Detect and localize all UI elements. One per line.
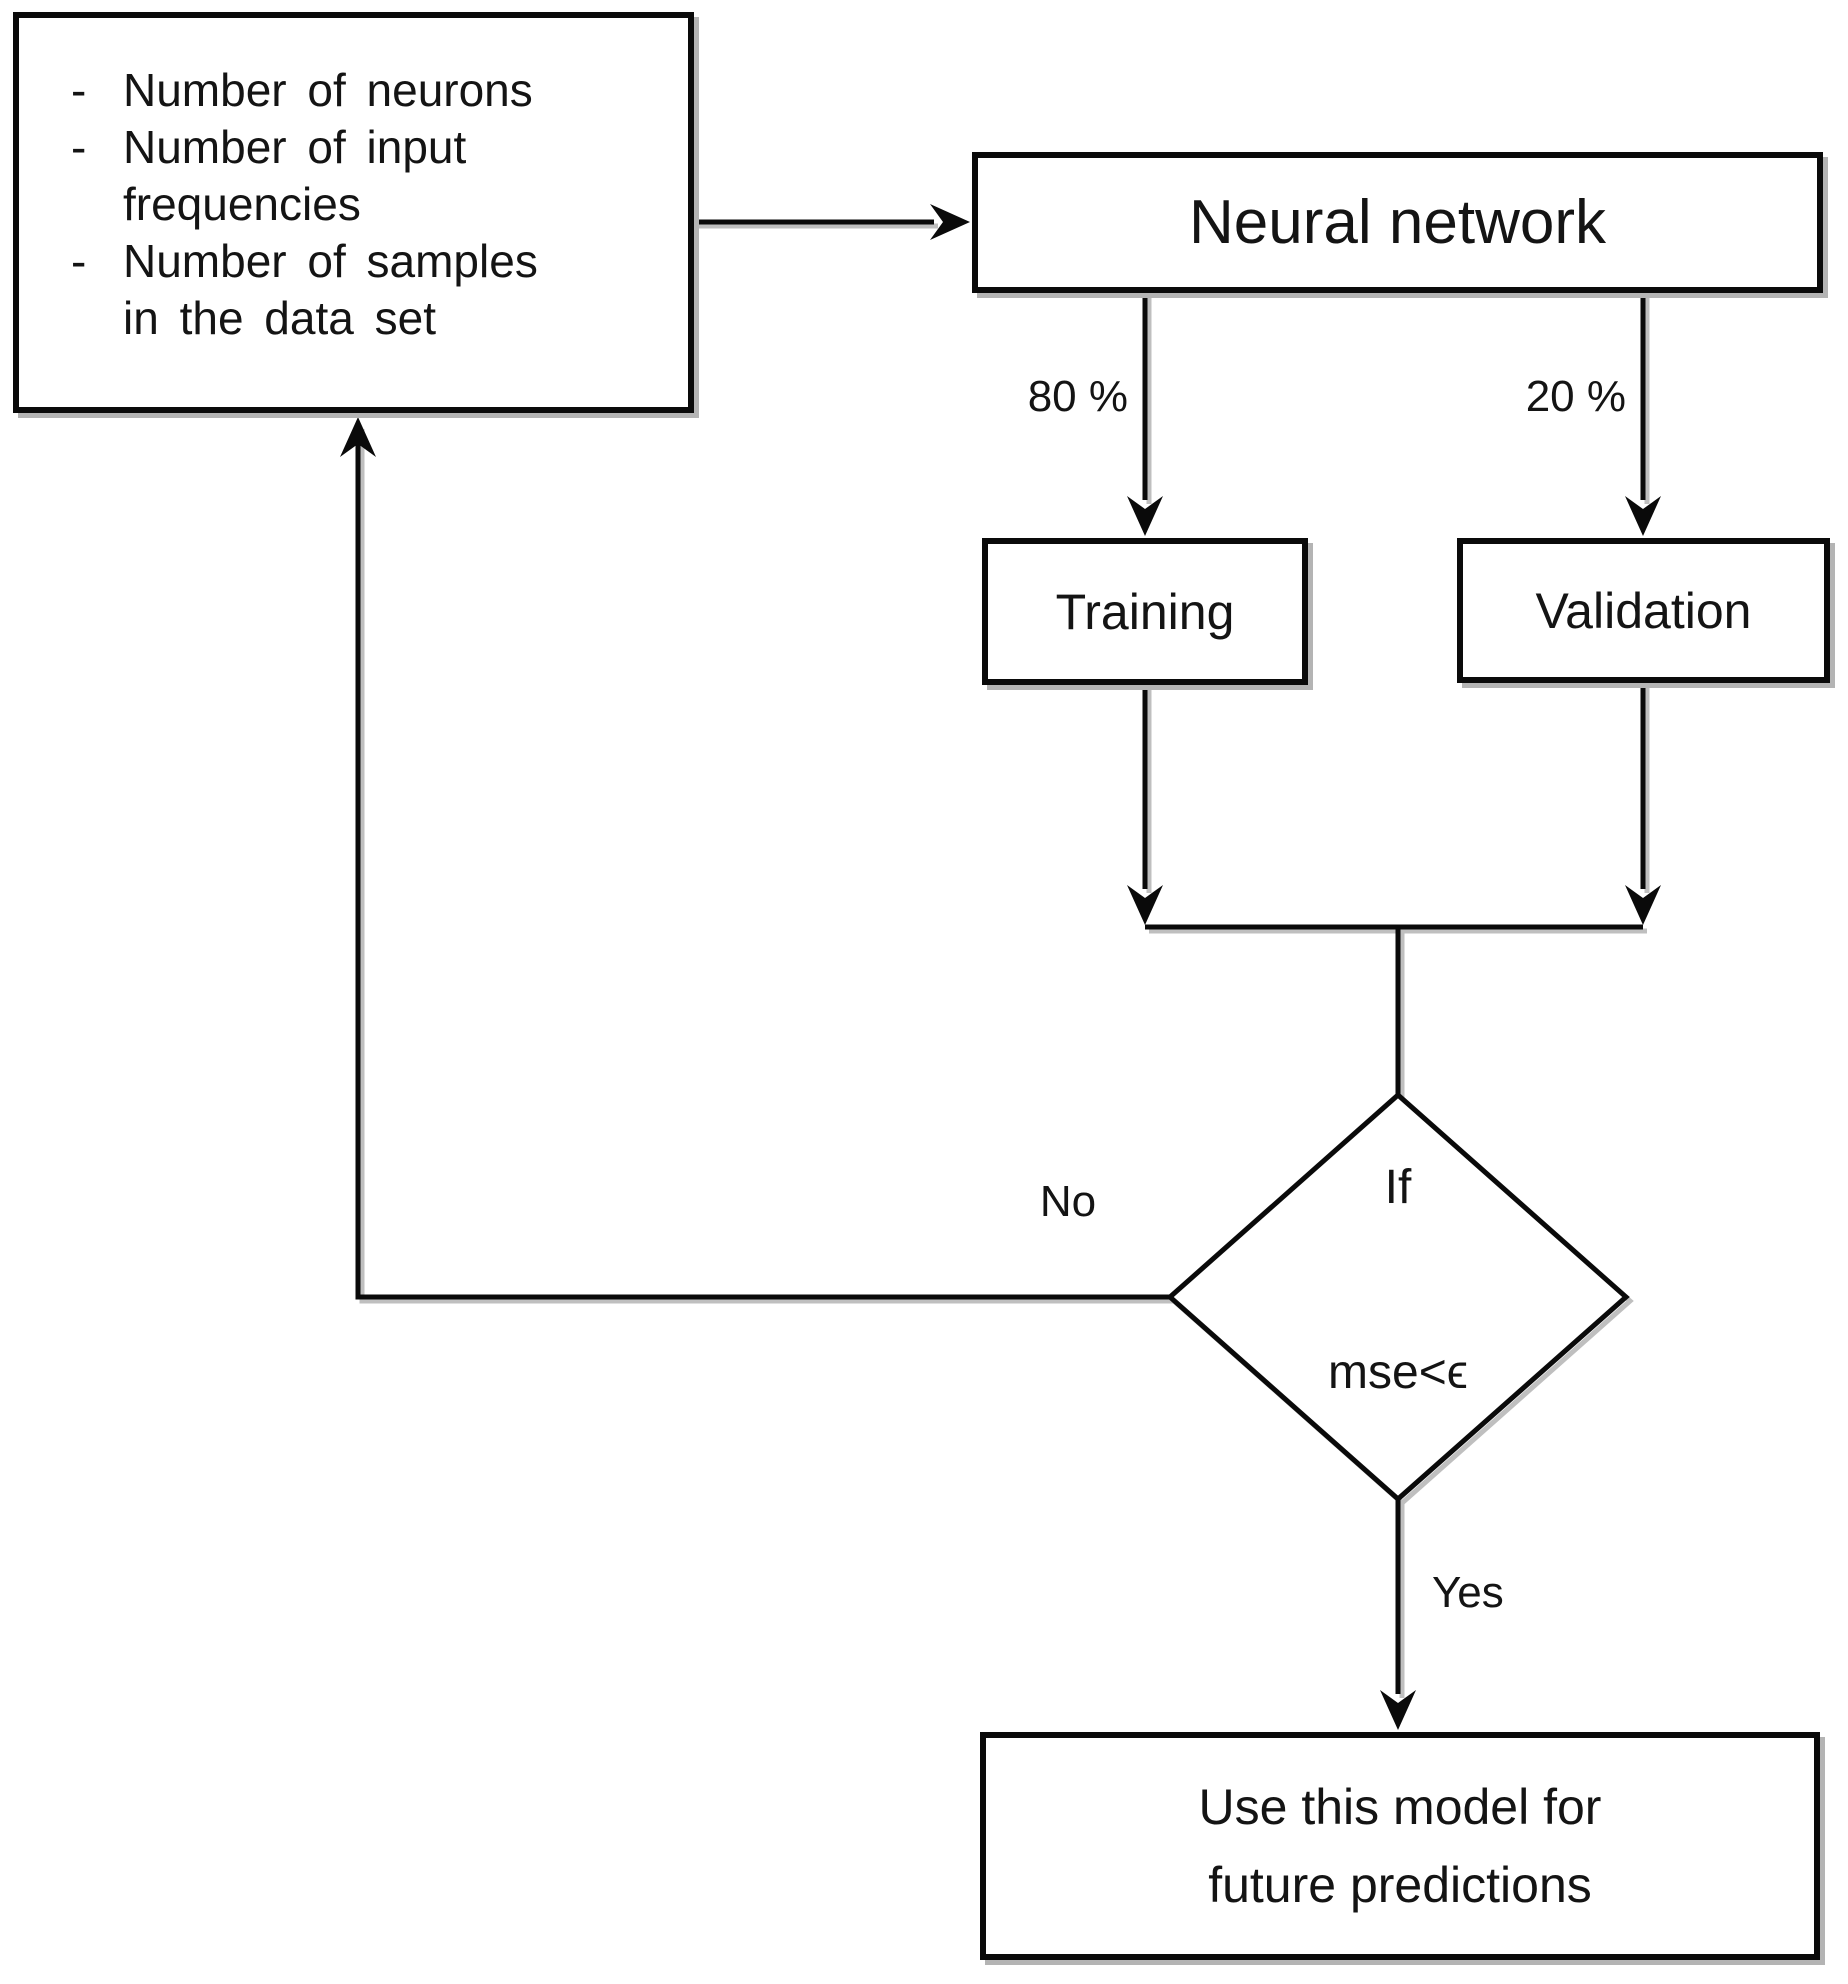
edge-label-training-split: 80 % — [1027, 372, 1128, 421]
node-label: Training — [1055, 583, 1235, 640]
bullet-dash: - — [71, 64, 87, 116]
edge-label-no: No — [1039, 1177, 1097, 1226]
connector-shadows — [359, 223, 1650, 1698]
parameter-text: Number of input frequencies — [123, 121, 467, 230]
node-training: Training — [982, 538, 1308, 685]
decision-text-line2: mse<ϵ — [1328, 1346, 1468, 1399]
arrowhead-yes-down — [1380, 1690, 1416, 1730]
decision-text-line1: If — [1384, 1161, 1412, 1214]
list-item: - Number of samples in the data set — [71, 233, 668, 347]
edge-label-yes: Yes — [1432, 1568, 1504, 1617]
arrowhead-no-loop-up — [340, 417, 376, 457]
final-text-line1: Use this model for — [1198, 1779, 1602, 1835]
bullet-dash: - — [71, 235, 87, 287]
edge-label-validation-split: 20 % — [1525, 372, 1626, 421]
decision-diamond — [1166, 1091, 1630, 1503]
node-label: Validation — [1535, 582, 1752, 639]
arrowhead-merge-right — [1625, 885, 1661, 925]
arrowhead-into-network — [930, 204, 970, 240]
node-neural-network: Neural network — [972, 152, 1823, 293]
parameter-text: Number of neurons — [123, 64, 533, 116]
node-parameters: - Number of neurons - Number of input fr… — [13, 12, 694, 413]
node-validation: Validation — [1457, 538, 1830, 683]
final-text-line2: future predictions — [1208, 1857, 1592, 1913]
parameter-text: Number of samples in the data set — [123, 235, 538, 344]
list-item: - Number of neurons — [71, 62, 668, 119]
node-label: Neural network — [1189, 188, 1606, 257]
edge-no-loop — [355, 425, 1170, 1300]
list-item: - Number of input frequencies — [71, 119, 668, 233]
arrowhead-into-training — [1127, 496, 1163, 536]
arrowhead-into-validation — [1625, 496, 1661, 536]
node-final-model: Use this model for future predictions — [980, 1732, 1820, 1960]
arrowhead-merge-left — [1127, 885, 1163, 925]
bullet-dash: - — [71, 121, 87, 173]
